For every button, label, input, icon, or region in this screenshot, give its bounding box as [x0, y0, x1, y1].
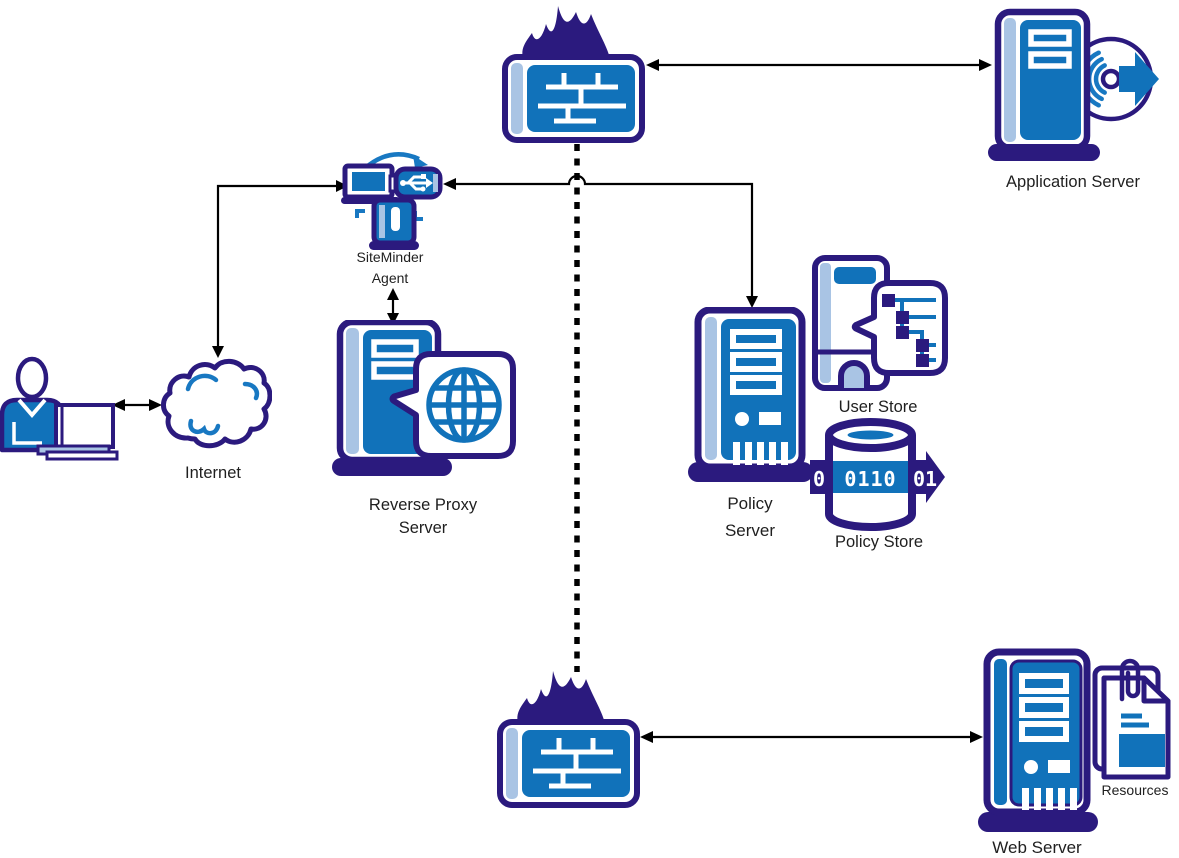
user-node — [0, 352, 128, 467]
laptop-screen — [54, 403, 115, 449]
edge-agent-policy-server — [455, 174, 754, 296]
user-head — [15, 356, 49, 400]
paperclip-icon — [1119, 658, 1141, 702]
binary-right: 01 — [913, 467, 937, 491]
data-arrow — [926, 451, 945, 503]
edge-internet-agent — [216, 184, 336, 346]
policy-server-label: Policy Server — [725, 490, 775, 544]
cloud-icon — [161, 358, 273, 449]
globe-icon — [426, 367, 502, 443]
siteminder-agent-label-line2: Agent — [371, 270, 409, 286]
server-disc-arrow-icon — [988, 8, 1159, 161]
application-server-label: Application Server — [1006, 173, 1140, 191]
reverse-proxy-label-line1: Reverse Proxy — [368, 496, 478, 514]
documents-paperclip-icon — [1092, 658, 1171, 780]
web-server-node — [975, 648, 1100, 838]
siteminder-agent-label-line1: SiteMinder — [356, 249, 424, 265]
binary-band: 0110 — [844, 467, 896, 491]
firewall-flame-icon — [502, 6, 645, 143]
brick-wall — [533, 738, 621, 789]
cloud-inner-arcs — [185, 373, 260, 436]
user-store-node — [810, 252, 950, 402]
policy-store-label: Policy Store — [834, 533, 924, 551]
reverse-proxy-label: Reverse Proxy Server — [369, 494, 477, 540]
policy-server-label-line1: Policy — [727, 494, 773, 513]
folded-corner — [1141, 675, 1171, 704]
database-binary-arrow-icon: 0 0110 01 — [810, 418, 945, 531]
resources-node — [1092, 655, 1179, 790]
deploy-arrow — [1119, 52, 1159, 106]
flame-icon — [517, 671, 607, 733]
policy-store-node: 0 0110 01 — [808, 415, 945, 540]
internet-label: Internet — [185, 464, 241, 482]
store-arch — [838, 360, 870, 388]
server-tower-icon — [978, 648, 1098, 832]
resources-label: Resources — [1101, 782, 1169, 798]
internet-node — [160, 355, 273, 463]
server-vents — [733, 442, 788, 465]
server-vents — [1022, 788, 1077, 810]
laptop-usb-agent-icon — [341, 152, 443, 250]
server-directory-tree-bubble-icon — [812, 255, 948, 391]
application-server-node — [983, 6, 1175, 176]
server-tower-icon — [688, 306, 813, 482]
flame-icon — [522, 6, 612, 68]
policy-server-node — [688, 306, 813, 492]
reverse-proxy-node — [330, 318, 520, 485]
firewall-top-node — [498, 0, 646, 150]
siteminder-agent-node — [338, 152, 444, 257]
binary-left: 0 — [813, 467, 825, 491]
reverse-proxy-label-line2: Server — [398, 519, 448, 537]
brick-wall — [538, 73, 626, 124]
firewall-flame-icon — [497, 671, 640, 808]
siteminder-agent-label: SiteMinder Agent — [357, 247, 424, 289]
user-store-label: User Store — [838, 398, 918, 416]
user-with-laptop-icon — [0, 356, 119, 461]
web-server-label: Web Server — [992, 838, 1082, 857]
firewall-bottom-node — [493, 665, 641, 815]
server-globe-bubble-icon — [332, 318, 516, 476]
policy-server-label-line2: Server — [724, 521, 776, 540]
usb-trident — [402, 175, 427, 191]
